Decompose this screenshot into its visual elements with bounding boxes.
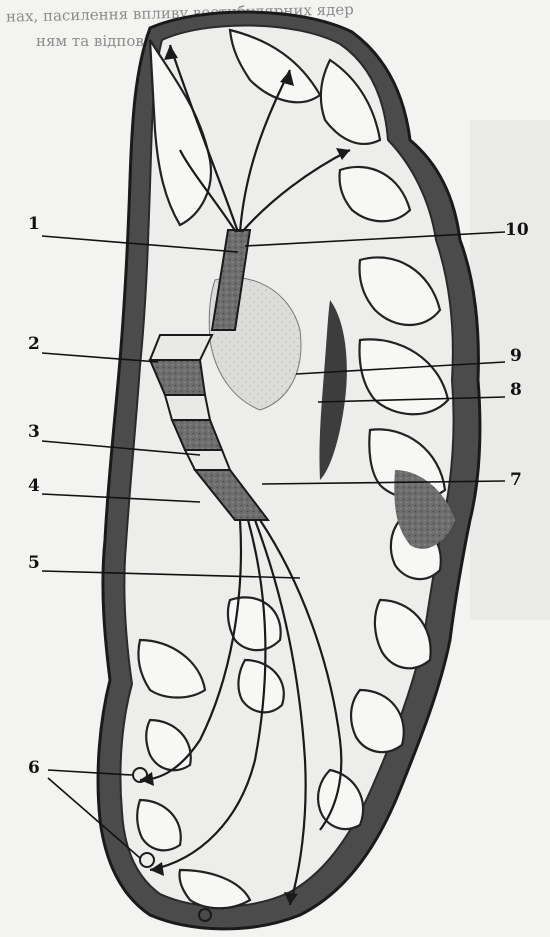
label-6: 6 — [28, 760, 40, 777]
label-2: 2 — [28, 336, 40, 353]
label-5: 5 — [28, 555, 40, 572]
label-8: 8 — [510, 382, 522, 399]
label-4: 4 — [28, 478, 40, 495]
label-7: 7 — [510, 472, 522, 489]
label-9: 9 — [510, 348, 522, 365]
label-3: 3 — [28, 424, 40, 441]
page-shadow — [470, 120, 550, 620]
label-1: 1 — [28, 216, 40, 233]
label-10: 10 — [505, 222, 529, 239]
